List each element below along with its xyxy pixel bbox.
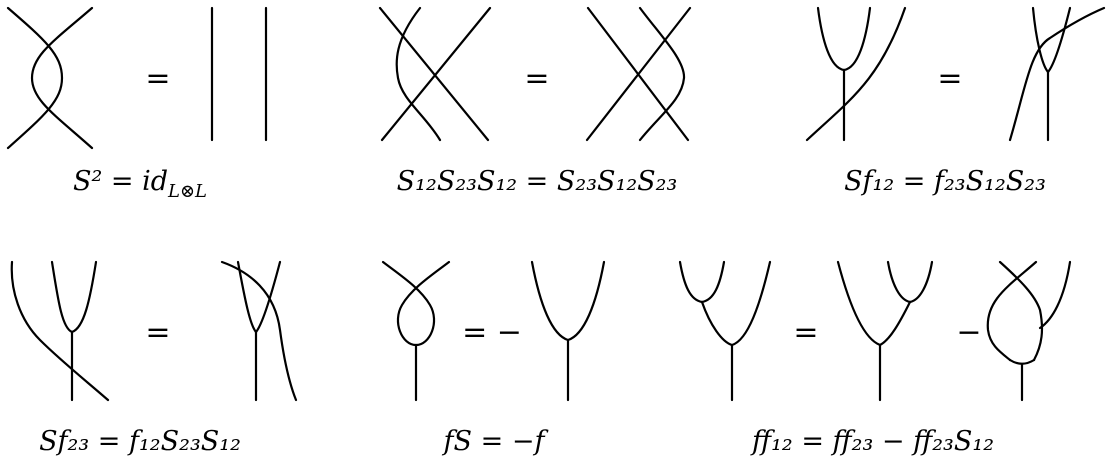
relation-sf23: = Sf₂₃ = f₁₂S₂₃S₁₂ [10,260,298,457]
braid-right [585,6,692,142]
relation-yang-baxter: = S₁₂S₂₃S₁₂ = S₂₃S₁₂S₂₃ [378,6,692,197]
equals-minus-sign: = − [462,315,522,350]
caption-s-squared-sub: L⊗L [167,181,207,202]
double-merge-middle [836,260,934,402]
equals-sign: = [524,61,549,96]
caption-s-squared: S² = id [73,166,168,197]
relation-s-squared: = S² = idL⊗L [6,6,268,202]
twisted-merge [381,260,451,402]
caption-yang-baxter: S₁₂S₂₃S₁₂ = S₂₃S₁₂S₂₃ [397,166,678,197]
double-merge-crossed [986,260,1072,402]
merge-crossing-left [10,260,110,402]
relation-ff12: = − ff₁₂ = ff₂₃ − ff₂₃S₁₂ [678,260,1072,457]
caption-sf23: Sf₂₃ = f₁₂S₂₃S₁₂ [39,426,241,457]
merge-with-crossing-left [805,6,907,142]
braid-left [378,6,492,142]
caption-ff12: ff₁₂ = ff₂₃ − ff₂₃S₁₂ [750,426,994,457]
equals-sign: = [145,315,170,350]
equals-sign: = [937,61,962,96]
merge [530,260,606,402]
relation-sf12: = Sf₁₂ = f₂₃S₁₂S₂₃ [805,6,1106,197]
merge-with-crossing-right [1008,6,1106,142]
relation-fs: = − fS = −f [381,260,606,457]
equals-sign: = [793,315,818,350]
double-merge-left [678,260,772,402]
double-crossing-diagram [6,6,94,150]
equals-sign: = [145,61,170,96]
svg-text:S² = idL⊗L: S² = idL⊗L [73,166,207,202]
caption-sf12: Sf₁₂ = f₂₃S₁₂S₂₃ [844,166,1046,197]
minus-sign: − [956,315,981,350]
caption-fs: fS = −f [442,426,549,457]
identity-strands [210,6,268,142]
merge-crossing-right [220,260,298,402]
